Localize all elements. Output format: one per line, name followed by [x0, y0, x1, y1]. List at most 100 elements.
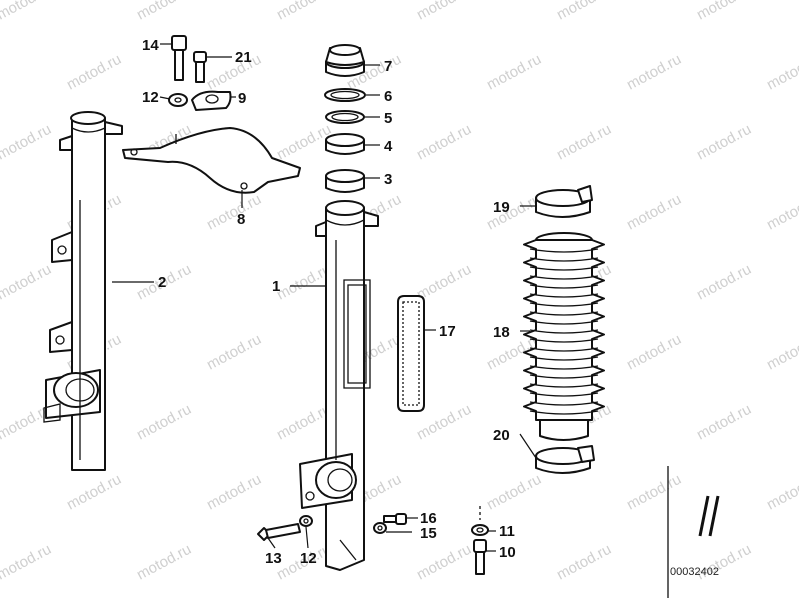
gaiter-fold [529, 365, 599, 370]
callout-17: 17 [439, 323, 456, 340]
watermark-text: motod.ru [204, 471, 264, 514]
gaiter-fold [529, 392, 599, 397]
watermark-text: motod.ru [274, 0, 334, 24]
watermark-text: motod.ru [484, 51, 544, 94]
washer-12-top [168, 93, 188, 107]
reflector-17 [397, 295, 425, 412]
watermark-text: motod.ru [0, 541, 54, 584]
gaiter-fold [529, 284, 599, 289]
watermark-text: motod.ru [64, 51, 124, 94]
gaiter-fold [529, 320, 599, 325]
watermark-text: motod.ru [0, 261, 54, 304]
watermark-text: motod.ru [64, 471, 124, 514]
gaiter-fold [529, 266, 599, 271]
watermark-text: motod.ru [0, 0, 54, 24]
watermark-text: motod.ru [134, 0, 194, 24]
watermark-text: motod.ru [764, 331, 799, 374]
callout-14: 14 [142, 37, 159, 54]
watermark-text: motod.ru [0, 121, 54, 164]
watermark-text: motod.ru [764, 51, 799, 94]
watermark-text: motod.ru [624, 51, 684, 94]
clip-9 [191, 90, 232, 111]
callout-15: 15 [420, 525, 437, 542]
gaiter-fold [529, 383, 599, 388]
screw-16 [383, 513, 407, 525]
fork-slider-right [299, 200, 379, 571]
callout-12-top: 12 [142, 89, 159, 106]
gaiter-fold [529, 356, 599, 361]
watermark-text: motod.ru [624, 331, 684, 374]
callout-10: 10 [499, 544, 516, 561]
bolt-10 [473, 539, 487, 575]
gaiter-fold [529, 374, 599, 379]
callout-3: 3 [384, 171, 392, 188]
gaiter-fold [529, 293, 599, 298]
callout-8: 8 [237, 211, 245, 228]
ring-5 [325, 110, 365, 124]
gaiter-fold [529, 329, 599, 334]
watermark-text: motod.ru [694, 121, 754, 164]
watermark-text: motod.ru [134, 401, 194, 444]
callout-20: 20 [493, 427, 510, 444]
leader-lines [112, 43, 537, 552]
washer-12-bottom [299, 515, 313, 527]
watermark-text: motod.ru [554, 541, 614, 584]
gaiter-fold [529, 338, 599, 343]
drawing-number: 00032402 [670, 566, 719, 578]
callout-5: 5 [384, 110, 392, 127]
callout-labels: 14 21 12 9 8 7 6 5 4 3 2 1 17 19 18 20 1… [142, 37, 516, 567]
ring-7 [325, 44, 365, 77]
bolt-13 [257, 523, 301, 541]
callout-9: 9 [238, 90, 246, 107]
callout-6: 6 [384, 88, 392, 105]
callout-7: 7 [384, 58, 392, 75]
watermark-text: motod.ru [764, 191, 799, 234]
watermark-text: motod.ru [554, 0, 614, 24]
bolt-14 [171, 35, 187, 81]
gaiter-18 [523, 232, 605, 441]
gaiter-fold [529, 410, 599, 415]
watermark-text: motod.ru [764, 471, 799, 514]
gaiter-fold [529, 257, 599, 262]
screw-21 [193, 51, 207, 83]
watermark-text: motod.ru [414, 541, 474, 584]
watermark-text: motod.ru [694, 401, 754, 444]
callout-11: 11 [499, 523, 515, 540]
gaiter-body [523, 239, 605, 421]
watermark-text: motod.ru [414, 0, 474, 24]
callout-13: 13 [265, 550, 282, 567]
gaiter-fold [529, 401, 599, 406]
washer-15 [373, 522, 387, 534]
clamp-19 [535, 185, 593, 218]
watermark-text: motod.ru [204, 191, 264, 234]
watermark-text: motod.ru [624, 471, 684, 514]
gaiter-fold [529, 302, 599, 307]
fork-brace [122, 127, 301, 194]
callout-16: 16 [420, 510, 437, 527]
clamp-20 [535, 445, 595, 474]
watermark-text: motod.ru [694, 0, 754, 24]
callout-12-bottom: 12 [300, 550, 317, 567]
section-mark-icon [698, 495, 710, 537]
callout-19: 19 [493, 199, 510, 216]
watermark-text: motod.ru [694, 261, 754, 304]
watermark-text: motod.ru [134, 541, 194, 584]
watermark-text: motod.ru [414, 121, 474, 164]
fork-slider-left [43, 111, 123, 471]
callout-21: 21 [235, 49, 252, 66]
washer-11 [471, 524, 489, 536]
reference-box: 00032402 [667, 466, 720, 598]
gaiter-fold [529, 248, 599, 253]
bushing-3 [325, 169, 365, 193]
circlip-6 [324, 88, 366, 102]
watermark-text: motod.ru [554, 121, 614, 164]
callout-1: 1 [272, 278, 280, 295]
callout-18: 18 [493, 324, 510, 341]
watermark-text: motod.ru [204, 331, 264, 374]
gaiter-fold [529, 347, 599, 352]
gaiter-fold [529, 311, 599, 316]
bushing-4 [325, 133, 365, 155]
watermark-text: motod.ru [484, 471, 544, 514]
